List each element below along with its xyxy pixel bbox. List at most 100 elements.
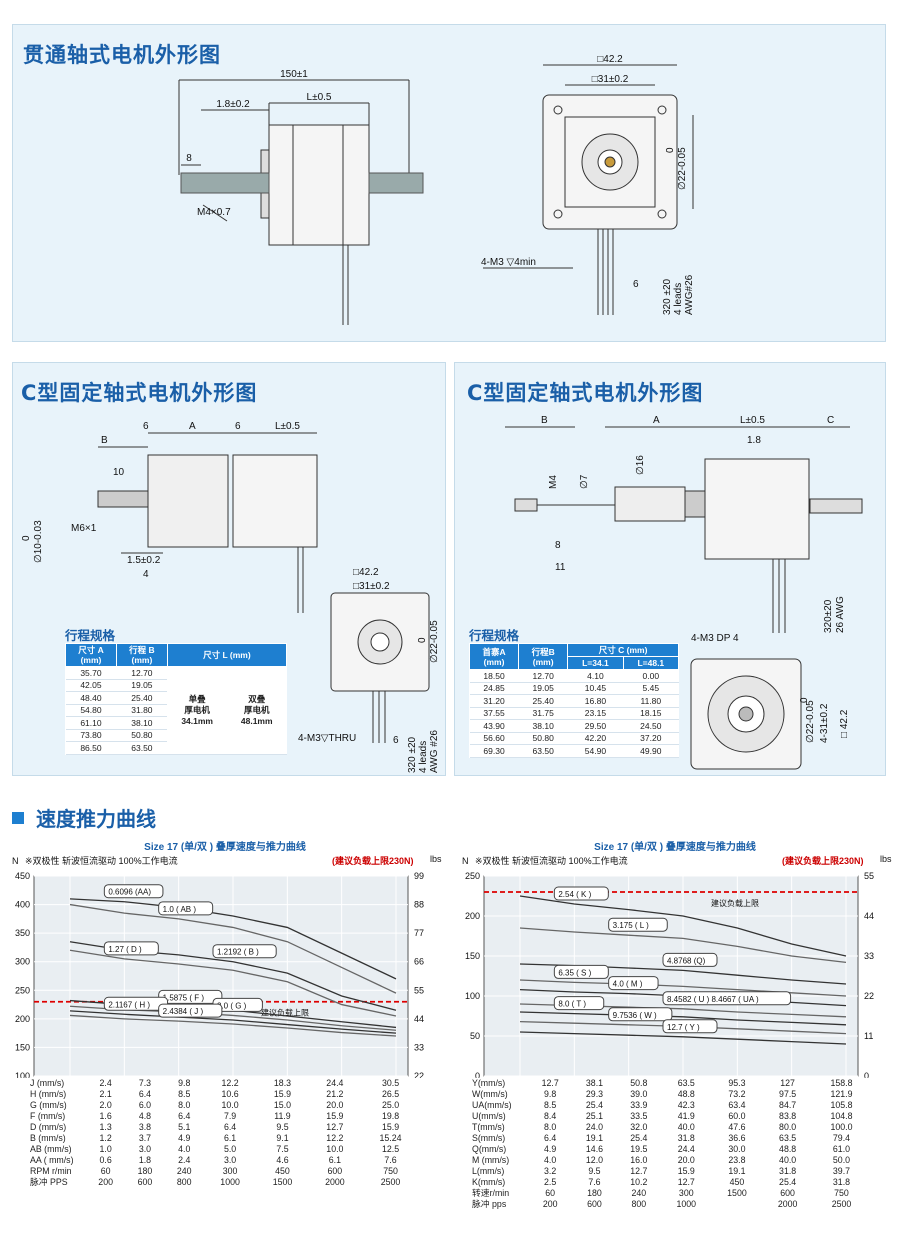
speed-cell: 2000 [777, 1199, 798, 1209]
table-cell: 12.70 [518, 669, 568, 683]
speed-cell: 19.8 [381, 1111, 400, 1121]
dim-leads: 4 leads [418, 741, 429, 773]
speed-cell: 20.0 [326, 1100, 344, 1110]
speed-cell: 38.1 [585, 1078, 604, 1088]
dim-m4: M4×0.7 [197, 207, 231, 218]
series-label-text: 1.0 ( AB ) [163, 905, 197, 914]
dim-m6: M6×1 [71, 523, 97, 534]
dim-31: □31±0.2 [592, 74, 629, 85]
table-cell: 10.45 [567, 682, 624, 695]
th-l48: L=48.1 [622, 656, 680, 670]
series-line [519, 927, 847, 964]
dim-awg: 26 AWG [835, 596, 846, 633]
speed-cell: 6.4 [178, 1111, 191, 1121]
series-label: 3.175 ( L ) [608, 917, 668, 932]
speed-cell: 8.0 [178, 1100, 191, 1110]
speed-cell: 42.3 [677, 1100, 695, 1110]
speed-cell: 6.1 [223, 1133, 237, 1143]
dim-leads: 4 leads [673, 283, 684, 315]
dim-6: 6 [633, 279, 639, 290]
speed-cell: 7.3 [138, 1078, 152, 1088]
dim-6a: 6 [143, 421, 149, 432]
y-tick-right: 11 [864, 1031, 873, 1041]
y-tick-left: 0 [475, 1071, 480, 1078]
speed-cell: 32.0 [630, 1122, 648, 1132]
speed-cell: 240 [176, 1166, 192, 1176]
dim-awg: AWG #26 [429, 730, 440, 773]
speed-cell: 4.0 [178, 1144, 191, 1154]
series-label-box [103, 884, 164, 899]
speed-row-label: S(mm/s) [472, 1133, 506, 1143]
through-shaft-title: 贯通轴式电机外形图 [23, 43, 221, 67]
series-label-text: 12.7 ( Y ) [667, 1023, 700, 1032]
table-cell: 35.70 [65, 666, 117, 680]
dim-1-8: 1.8 [747, 435, 761, 446]
table-cell: 0.00 [623, 669, 679, 683]
dim-42-2: □ 42.2 [839, 709, 850, 738]
speed-cell: 4.9 [178, 1133, 191, 1143]
dim-6: 6 [393, 735, 399, 746]
y-tick-left: 50 [470, 1031, 480, 1041]
y-tick-right: 22 [414, 1071, 424, 1078]
speed-cell: 83.8 [779, 1111, 797, 1121]
dim-d22-tol: 0 [665, 147, 676, 153]
speed-cell: 2.4 [178, 1155, 191, 1165]
speed-cell: 750 [834, 1188, 849, 1198]
table-cell: 43.90 [469, 719, 519, 733]
speed-row-label: H (mm/s) [30, 1089, 67, 1099]
series-label-box [553, 996, 605, 1011]
dim-d7: ∅7 [579, 474, 590, 489]
speed-row-label: Q(mm/s) [472, 1144, 507, 1154]
speed-cell: 19.1 [728, 1166, 746, 1176]
speed-cell: 158.8 [830, 1078, 853, 1088]
speed-cell: 8.0 [544, 1122, 557, 1132]
motor-double-cell: 双叠 厚电机 48.1mm [226, 666, 287, 755]
speed-cell: 9.1 [276, 1133, 289, 1143]
speed-row-label: T(mm/s) [472, 1122, 505, 1132]
speed-cell: 24.4 [326, 1078, 344, 1088]
speed-cell: 9.8 [544, 1089, 557, 1099]
speed-cell: 12.2 [221, 1078, 239, 1088]
series-label: 6.35 ( S ) [553, 964, 609, 979]
chart-left-limit-label: (建议负载上限230N) [332, 856, 414, 866]
speed-cell: 15.9 [381, 1122, 400, 1132]
speed-cell: 12.0 [585, 1155, 604, 1165]
speed-cell: 6.1 [328, 1155, 341, 1165]
dim-10: 10 [113, 467, 125, 478]
y-tick-right: 44 [864, 911, 874, 921]
dim-42-2: □42.2 [597, 54, 623, 65]
table-cell: 4.10 [567, 669, 624, 683]
speed-row-label: 脉冲 pps [472, 1199, 507, 1209]
dim-d22-tol: 0 [417, 637, 428, 643]
table-cell: 16.80 [567, 694, 624, 708]
series-label-text: 9.7536 ( W ) [613, 1011, 657, 1020]
speed-cell: 12.2 [326, 1133, 344, 1143]
dim-1-8: 1.8±0.2 [216, 99, 250, 110]
table-cell: 31.75 [518, 707, 568, 720]
speed-cell: 240 [631, 1188, 647, 1198]
series-label-box [553, 964, 609, 979]
y-tick-right: 88 [414, 900, 424, 910]
speed-cell: 6.4 [138, 1089, 152, 1099]
c-fixed-right-title: C型固定轴式电机外形图 [467, 381, 704, 405]
table-cell: 49.90 [623, 744, 679, 758]
series-label: 1.0 ( AB ) [158, 901, 214, 916]
y-tick-left: 100 [465, 991, 480, 1001]
speed-row-label: W(mm/s) [472, 1089, 508, 1099]
y-tick-left: 300 [15, 957, 30, 967]
speed-cell: 95.3 [728, 1078, 746, 1088]
th-size-a: 尺寸 A (mm) [65, 643, 117, 667]
speed-cell: 3.0 [223, 1155, 237, 1165]
series-label: 0.6096 (AA) [103, 884, 164, 899]
dim-A: A [653, 415, 660, 426]
series-label-box [158, 1003, 223, 1018]
speed-cell: 25.4 [779, 1177, 797, 1187]
